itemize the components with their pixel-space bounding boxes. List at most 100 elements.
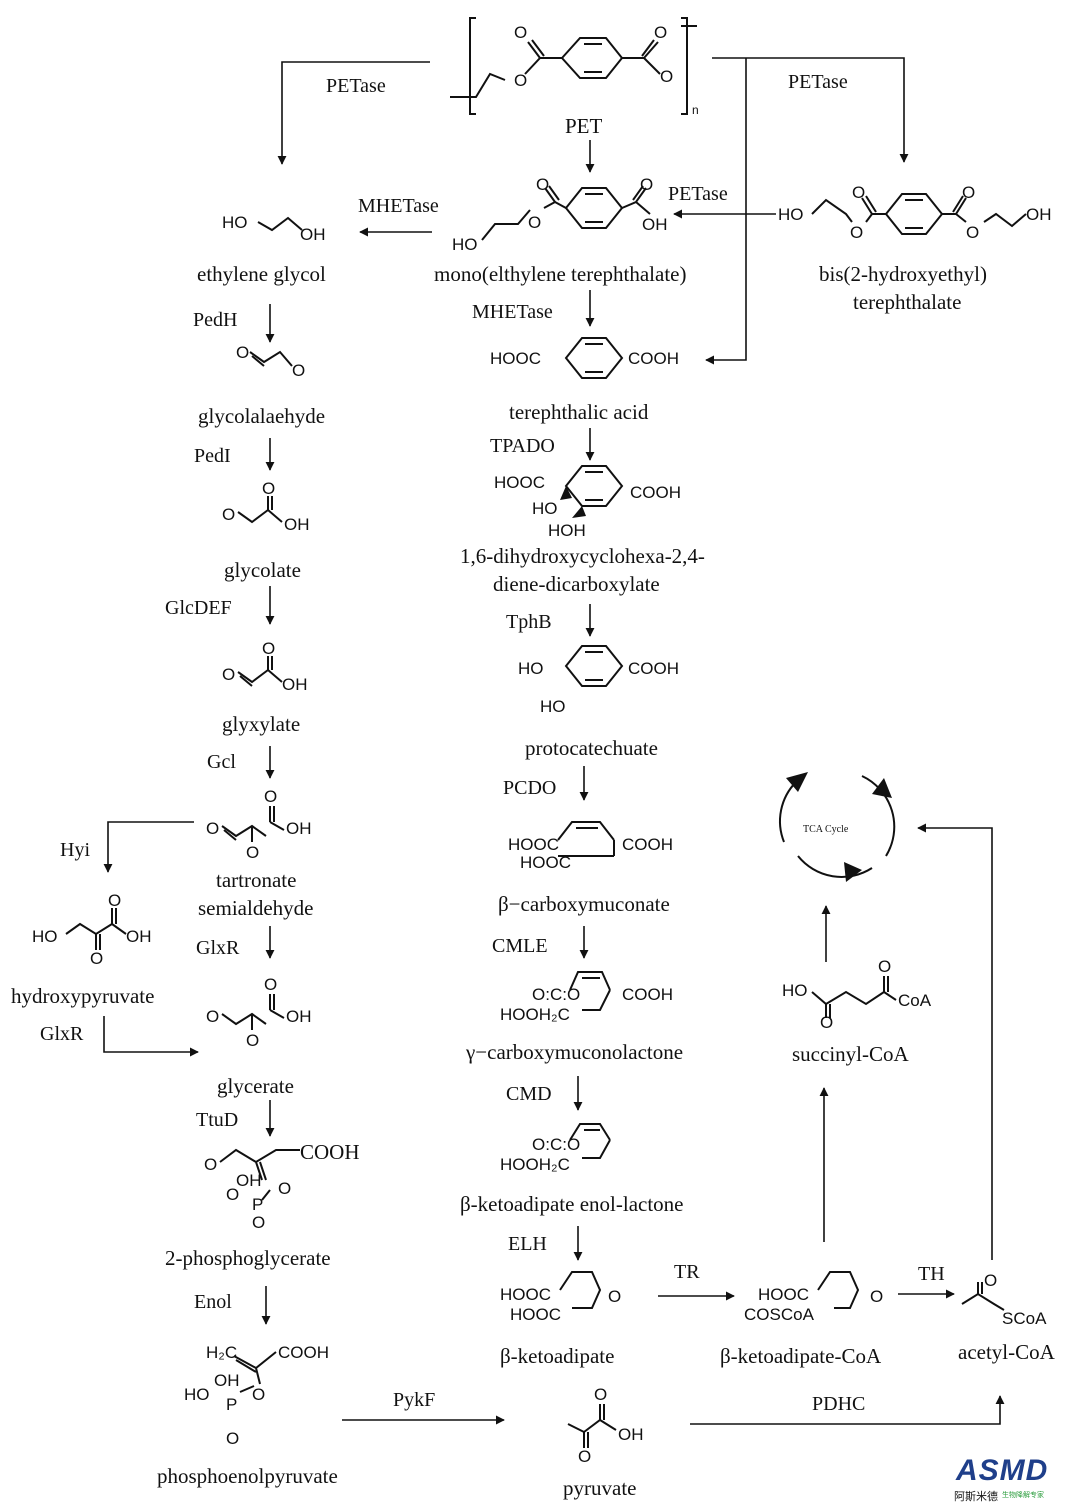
pep-ho: HO bbox=[184, 1385, 210, 1404]
succinyl-coa-ho: HO bbox=[782, 981, 808, 1000]
arrow-to-terephthalic-acid bbox=[705, 58, 747, 365]
protocatechuate-structure bbox=[564, 645, 624, 687]
label-glycolaldehyde: glycolalaehyde bbox=[198, 404, 326, 428]
succinyl-coa-o-bottom: O bbox=[820, 1013, 834, 1032]
label-hydroxypyruvate: hydroxypyruvate bbox=[11, 984, 155, 1008]
mhet-structure bbox=[481, 185, 651, 241]
arrow-acetyl-coa-to-tca bbox=[917, 823, 993, 1260]
dihydroxy-ho: HO bbox=[532, 499, 558, 518]
acetyl-coa-o: O bbox=[984, 1271, 998, 1290]
glyoxylate-structure bbox=[237, 656, 283, 687]
label-succinyl-coa: succinyl-CoA bbox=[792, 1042, 909, 1066]
pep-cooh: COOH bbox=[278, 1343, 329, 1362]
label-acetyl-coa: acetyl-CoA bbox=[958, 1340, 1055, 1364]
enzyme-pcdo: PCDO bbox=[503, 777, 557, 799]
tartronate-o-bottom: O bbox=[246, 843, 260, 862]
label-mhet: mono(elthylene terephthalate) bbox=[434, 262, 687, 286]
label-phosphoglycerate: 2-phosphoglycerate bbox=[165, 1246, 331, 1270]
phosphoglycerate-o: O bbox=[204, 1155, 218, 1174]
pyruvate-structure bbox=[567, 1404, 617, 1448]
asmd-logo: ASMD 阿斯米德 生物降解专家 bbox=[952, 1454, 1076, 1506]
hydroxypyruvate-ho: HO bbox=[32, 927, 58, 946]
label-pyruvate: pyruvate bbox=[563, 1476, 637, 1500]
label-bhet-line2: terephthalate bbox=[853, 290, 962, 314]
ketoadipate-coa-structure bbox=[817, 1271, 860, 1309]
label-terephthalic-acid: terephthalic acid bbox=[509, 400, 649, 424]
pet-o-ester-right: O bbox=[660, 67, 674, 86]
pet-o-carbonyl-right: O bbox=[654, 23, 668, 42]
enzyme-glxr-1: GlxR bbox=[196, 937, 240, 959]
label-glycerate: glycerate bbox=[217, 1074, 294, 1098]
pyruvate-o-bottom: O bbox=[578, 1447, 592, 1466]
lactone-cooh: COOH bbox=[622, 985, 673, 1004]
enzyme-petase-right: PETase bbox=[788, 71, 848, 93]
label-ethylene-glycol: ethylene glycol bbox=[197, 262, 326, 286]
hydroxypyruvate-oh: OH bbox=[126, 927, 152, 946]
tca-cycle-label: TCA Cycle bbox=[803, 824, 849, 835]
pep-structure bbox=[233, 1351, 277, 1393]
lactone-oco: O:C:O bbox=[532, 985, 581, 1004]
mhet-oh: OH bbox=[642, 215, 668, 234]
mhet-o-acid: O bbox=[640, 175, 654, 194]
enzyme-cmle: CMLE bbox=[492, 935, 548, 957]
carboxymuconolactone-structure bbox=[569, 971, 611, 1011]
label-pet: PET bbox=[565, 114, 603, 138]
tca-cycle-diagram: TCA Cycle bbox=[779, 772, 896, 882]
terephthalic-hooc: HOOC bbox=[490, 349, 541, 368]
phosphoglycerate-structure bbox=[219, 1148, 300, 1201]
bhet-o-ether-left: O bbox=[850, 223, 864, 242]
ketoadipate-coa-o: O bbox=[870, 1287, 884, 1306]
phosphoglycerate-o-carbonyl: O bbox=[278, 1179, 292, 1198]
tartronate-oh: OH bbox=[286, 819, 312, 838]
glycolaldehyde-structure bbox=[249, 350, 293, 367]
bhet-oh: OH bbox=[1026, 205, 1052, 224]
label-carboxymuconate: β−carboxymuconate bbox=[498, 892, 670, 916]
ketoadipate-hooc-1: HOOC bbox=[500, 1285, 551, 1304]
succinyl-coa-coa: CoA bbox=[898, 991, 932, 1010]
glyoxylate-oh: OH bbox=[282, 675, 308, 694]
pyruvate-o-carbonyl: O bbox=[594, 1385, 608, 1404]
protocatechuate-ho-bottom: HO bbox=[540, 697, 566, 716]
carboxymuconate-hooc-1: HOOC bbox=[508, 835, 559, 854]
glycerate-o-carbonyl: O bbox=[264, 975, 278, 994]
dihydroxy-hoh: HOH bbox=[548, 521, 586, 540]
protocatechuate-cooh: COOH bbox=[628, 659, 679, 678]
arrows bbox=[103, 57, 1005, 1425]
enol-lactone-structure bbox=[569, 1123, 611, 1159]
label-ketoadipate-coa: β-ketoadipate-CoA bbox=[720, 1344, 882, 1368]
mhet-o-carbonyl: O bbox=[536, 175, 550, 194]
label-carboxymuconolactone: γ−carboxymuconolactone bbox=[466, 1040, 684, 1064]
glycolaldehyde-o-left: O bbox=[236, 343, 250, 362]
enzyme-enol: Enol bbox=[194, 1291, 232, 1313]
glycerate-oh: OH bbox=[286, 1007, 312, 1026]
hydroxypyruvate-structure bbox=[65, 908, 127, 950]
glyoxylate-o: O bbox=[222, 665, 236, 684]
eg-oh: OH bbox=[300, 225, 326, 244]
pet-o-ether: O bbox=[514, 71, 528, 90]
pep-p: P bbox=[226, 1395, 238, 1414]
eg-ho: HO bbox=[222, 213, 248, 232]
pet-repeat-n: n bbox=[692, 103, 699, 117]
pep-o-ester: O bbox=[252, 1385, 266, 1404]
enzyme-pdhc: PDHC bbox=[812, 1393, 866, 1415]
bhet-o-carbonyl-right: O bbox=[962, 183, 976, 202]
enzyme-mhetase-down: MHETase bbox=[472, 301, 553, 323]
tartronate-o-carbonyl: O bbox=[264, 787, 278, 806]
enzyme-pedh: PedH bbox=[193, 309, 238, 331]
phosphoglycerate-oh: OH bbox=[236, 1171, 262, 1190]
succinyl-coa-o-top: O bbox=[878, 957, 892, 976]
pet-structure bbox=[450, 17, 697, 115]
glycolate-structure bbox=[237, 496, 283, 524]
logo-wordmark: ASMD bbox=[956, 1454, 1049, 1487]
enol-lactone-oco: O:C:O bbox=[532, 1135, 581, 1154]
arrow-tartronate-to-hydroxypyruvate bbox=[103, 821, 194, 873]
enzyme-pykf: PykF bbox=[393, 1389, 436, 1411]
logo-tagline: 生物降解专家 bbox=[1002, 1491, 1044, 1499]
arrow-hydroxypyruvate-to-glycerate bbox=[103, 1016, 199, 1057]
phosphoglycerate-o-left: O bbox=[226, 1185, 240, 1204]
pyruvate-oh: OH bbox=[618, 1425, 644, 1444]
ketoadipate-o: O bbox=[608, 1287, 622, 1306]
dihydroxy-hooc: HOOC bbox=[494, 473, 545, 492]
enol-lactone-hooh2c: HOOH₂C bbox=[500, 1155, 570, 1174]
